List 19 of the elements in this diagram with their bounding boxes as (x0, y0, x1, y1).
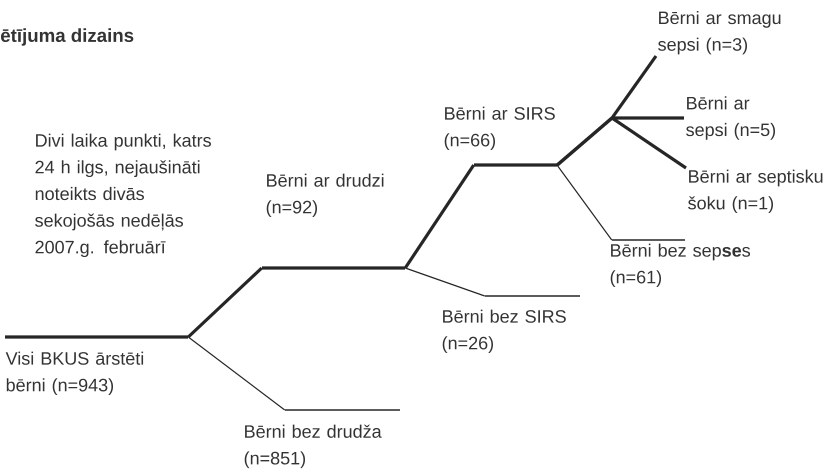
branch-line (404, 164, 476, 269)
branch-line (485, 295, 580, 297)
group-label: Bērni bez drudža (n=851) (244, 424, 382, 468)
group-label: Bērni bez sepses (n=61) (610, 244, 750, 288)
branch-line (187, 266, 263, 338)
branch-line (556, 164, 612, 240)
group-label: Bērni ar SIRS (n=66) (444, 106, 555, 150)
title: ētījuma dizains (1, 28, 134, 46)
group-label: Visi BKUS ārstēti bērni (n=943) (6, 352, 144, 396)
label: Divi laika punkti, katrs 24 h ilgs, nejaušināti noteikts divās sekojošās nedēļās 2007.g. februārī (35, 134, 211, 258)
group-label: Bērni ar sepsi (n=5) (686, 96, 775, 140)
group-label: Bērni ar drudzi (n=92) (266, 174, 384, 218)
group-label: Bērni ar smagu sepsi (n=3) (658, 10, 780, 54)
group-label: Bērni ar septisku šoku (n=1) (688, 170, 822, 214)
branch-line (188, 336, 286, 410)
group-label: Bērni bez SIRS (n=26) (442, 310, 566, 354)
branch-line (612, 239, 686, 241)
branch-line (405, 267, 485, 297)
branch-line (285, 409, 400, 411)
